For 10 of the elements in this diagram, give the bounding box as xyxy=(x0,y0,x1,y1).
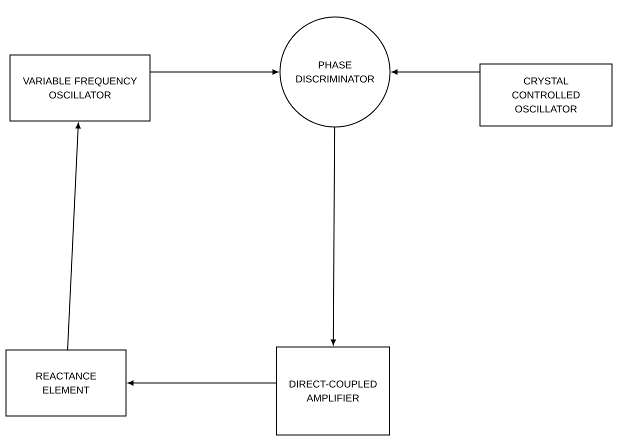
arrow xyxy=(150,69,278,75)
circle-node: PHASE DISCRIMINATOR xyxy=(280,16,390,128)
process-box: CRYSTAL CONTROLLED OSCILLATOR xyxy=(480,64,612,126)
arrow xyxy=(128,380,276,386)
arrow xyxy=(392,69,480,75)
arrow xyxy=(330,127,336,346)
process-box: DIRECT-COUPLED AMPLIFIER xyxy=(276,346,390,436)
process-box: REACTANCE ELEMENT xyxy=(6,350,126,416)
process-box: VARIABLE FREQUENCY OSCILLATOR xyxy=(10,54,150,122)
arrow xyxy=(67,122,81,350)
